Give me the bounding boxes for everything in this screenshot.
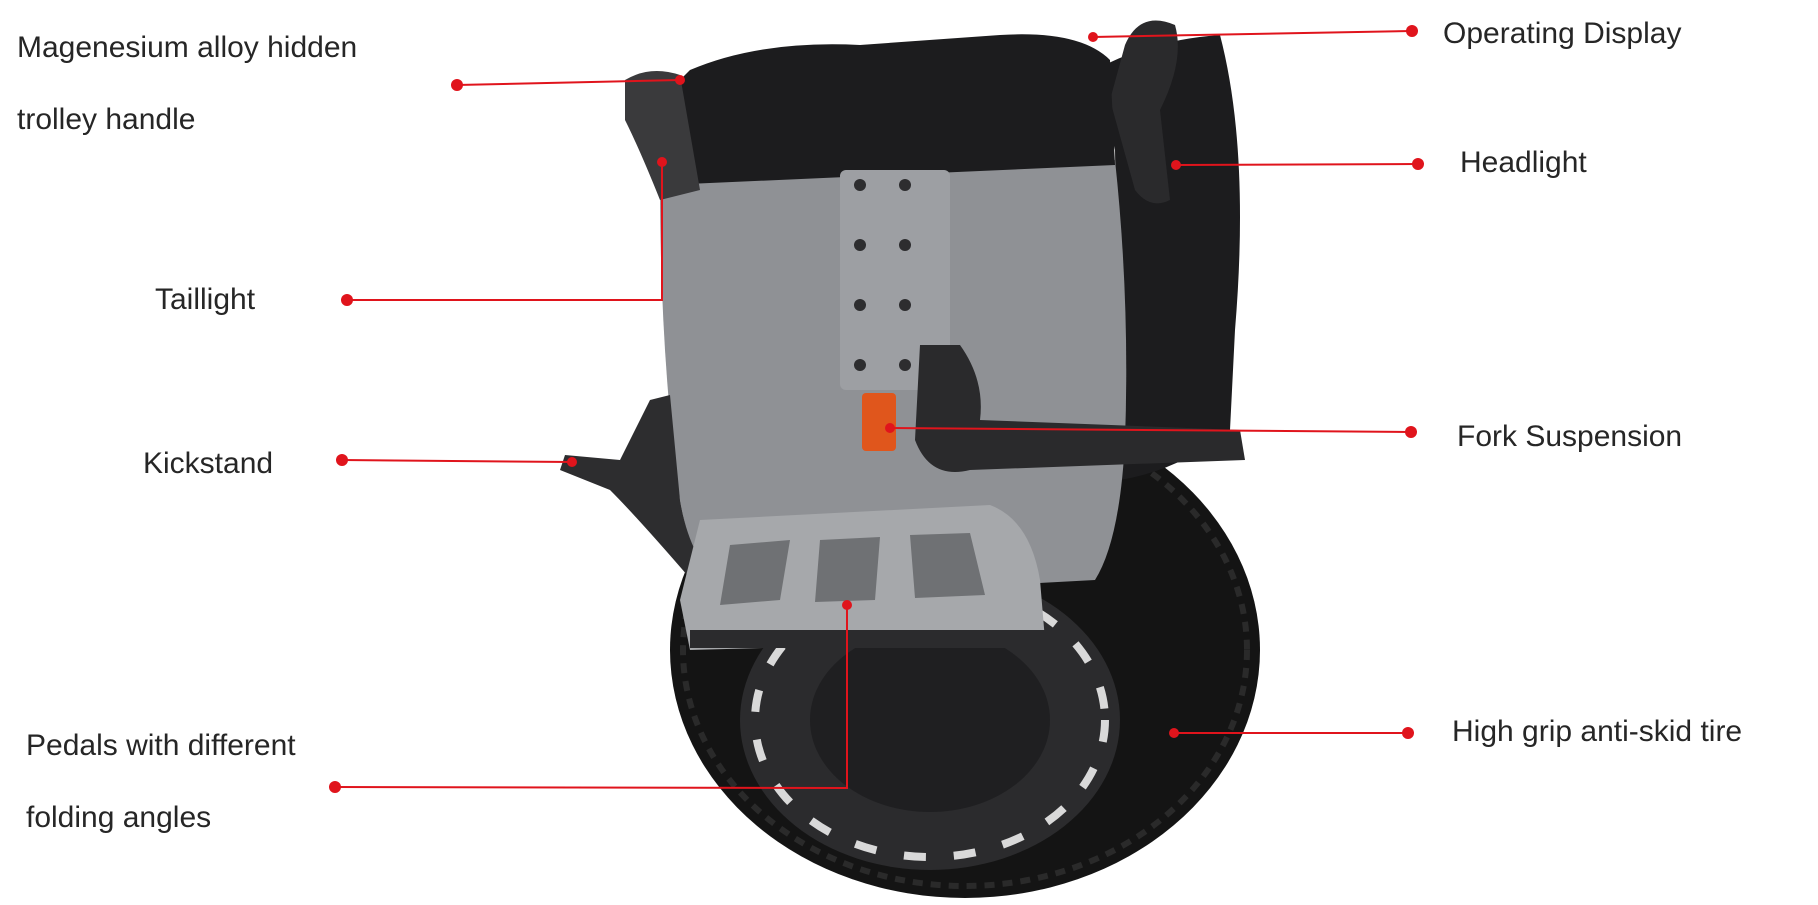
label-pedals: Pedals with different folding angles bbox=[26, 710, 296, 854]
label-kickstand-text: Kickstand bbox=[143, 447, 274, 480]
dot-tire-outer bbox=[1402, 727, 1414, 739]
label-trolley-handle-line2: trolley handle bbox=[17, 103, 196, 136]
dot-trolley-handle-outer bbox=[451, 79, 463, 91]
dot-operating-display-outer bbox=[1406, 25, 1418, 37]
label-operating-display-text: Operating Display bbox=[1443, 17, 1682, 50]
label-headlight-text: Headlight bbox=[1460, 146, 1587, 179]
dot-fork-suspension-inner bbox=[885, 423, 895, 433]
fork-suspension-arm bbox=[915, 345, 1245, 472]
dot-kickstand-inner bbox=[567, 457, 577, 467]
label-taillight: Taillight bbox=[155, 264, 255, 336]
label-fork-suspension: Fork Suspension bbox=[1457, 401, 1682, 473]
label-fork-suspension-text: Fork Suspension bbox=[1457, 420, 1683, 453]
dot-pedals-inner bbox=[842, 600, 852, 610]
pedal-base-bar bbox=[690, 630, 1045, 648]
label-taillight-text: Taillight bbox=[155, 283, 256, 316]
leader-trolley-handle bbox=[456, 79, 681, 86]
dot-headlight-outer bbox=[1412, 158, 1424, 170]
leader-operating-display bbox=[1092, 30, 1413, 38]
kickstand bbox=[560, 395, 720, 590]
label-pedals-line2: folding angles bbox=[26, 801, 212, 834]
tire-tread bbox=[680, 411, 1250, 889]
dot-trolley-handle-inner bbox=[675, 75, 685, 85]
hub-rim bbox=[751, 579, 1109, 861]
label-tire-text: High grip anti-skid tire bbox=[1452, 715, 1743, 748]
pedal-cutouts bbox=[720, 533, 985, 605]
label-kickstand: Kickstand bbox=[143, 428, 273, 500]
hub-center bbox=[810, 628, 1050, 812]
display-horn bbox=[1110, 20, 1178, 204]
dot-tire-inner bbox=[1169, 728, 1179, 738]
taillight bbox=[862, 393, 896, 451]
label-pedals-line1: Pedals with different bbox=[26, 729, 296, 762]
label-tire: High grip anti-skid tire bbox=[1452, 696, 1742, 768]
leader-headlight bbox=[1175, 163, 1419, 166]
dot-pedals-outer bbox=[329, 781, 341, 793]
center-plate bbox=[840, 170, 950, 390]
electric-unicycle-illustration bbox=[560, 20, 1260, 898]
dot-operating-display-inner bbox=[1088, 32, 1098, 42]
trolley-handle-bracket bbox=[625, 71, 700, 200]
leader-fork-suspension bbox=[889, 427, 1412, 433]
dot-fork-suspension-outer bbox=[1405, 426, 1417, 438]
dot-headlight-inner bbox=[1171, 160, 1181, 170]
leader-pedals bbox=[334, 605, 848, 790]
label-operating-display: Operating Display bbox=[1443, 0, 1681, 70]
label-trolley-handle-line1: Magenesium alloy hidden bbox=[17, 31, 358, 64]
leader-lines bbox=[334, 30, 1419, 790]
leader-kickstand bbox=[341, 459, 573, 463]
label-headlight: Headlight bbox=[1460, 127, 1587, 199]
dot-kickstand-outer bbox=[336, 454, 348, 466]
leader-taillight bbox=[347, 162, 663, 301]
body-top-band bbox=[665, 34, 1115, 186]
plate-bolts bbox=[854, 179, 911, 371]
leader-dots bbox=[329, 25, 1424, 793]
dot-taillight-outer bbox=[341, 294, 353, 306]
dot-taillight-inner bbox=[657, 157, 667, 167]
label-trolley-handle: Magenesium alloy hidden trolley handle bbox=[17, 12, 357, 156]
